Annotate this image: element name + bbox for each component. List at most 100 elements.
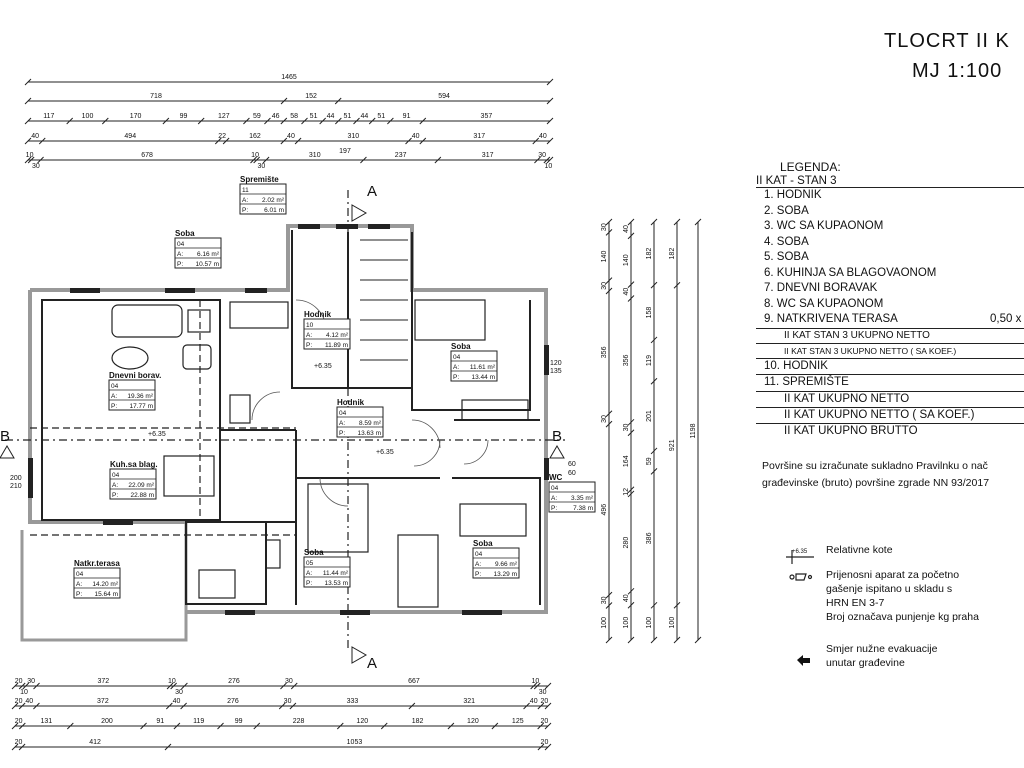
dimension-label: 182: [669, 248, 676, 260]
dimension-label: 386: [646, 532, 653, 544]
room-area: 2.02 m²: [262, 197, 285, 204]
dimension-tick: [605, 218, 613, 226]
legend-item: 3. WC SA KUPAONOM: [764, 220, 884, 232]
dimension-label: 46: [272, 113, 280, 120]
dimension-label: 280: [623, 537, 630, 549]
dimension-tick: [532, 137, 540, 145]
furniture: [111, 299, 529, 608]
legend: LEGENDA: II KAT - STAN 3 1. HODNIK 2. SO…: [756, 160, 1024, 439]
dimension-tick: [533, 682, 541, 690]
dimension-tick: [11, 722, 19, 730]
dimension-tick: [627, 636, 635, 644]
dimension-label: 117: [43, 113, 54, 120]
dimension-label: 40: [25, 698, 33, 705]
dimension-tick: [162, 117, 170, 125]
dimension-label: 496: [601, 504, 608, 516]
dimension-tick: [627, 601, 635, 609]
evacuation-arrow-icon: [797, 655, 810, 666]
dimension-label: 1053: [347, 739, 363, 746]
dimension-tick: [18, 702, 26, 710]
dimension-tick: [605, 228, 613, 236]
dimension-tick: [650, 447, 658, 455]
extinguisher-line: gašenje ispitano u skladu s: [826, 583, 953, 595]
dimension-label: 152: [305, 93, 317, 100]
dimension-label: 40: [173, 698, 181, 705]
dimension-label: 30: [175, 689, 183, 696]
dimension-tick: [336, 722, 344, 730]
dimension-label: 51: [377, 113, 385, 120]
dimension-tick: [33, 702, 40, 710]
dimension-label: 127: [218, 113, 230, 120]
dimension-label: 131: [40, 718, 52, 725]
room-number: 05: [306, 560, 314, 567]
legend-item-label: 9. NATKRIVENA TERASA: [764, 313, 898, 325]
room-perimeter: 13.29 m: [494, 571, 518, 578]
dimension-label: 317: [473, 133, 485, 140]
dimension-tick: [544, 743, 552, 751]
level-mark: +6.35: [148, 431, 166, 438]
room-number: 04: [453, 354, 461, 361]
dimension-label: 44: [327, 113, 335, 120]
room-perimeter: 10.57 m: [196, 261, 220, 268]
dimension-tick: [165, 702, 173, 710]
dimension-tick: [18, 722, 26, 730]
dimension-tick: [262, 156, 270, 164]
dimension-tick: [66, 117, 74, 125]
room-area-prefix: A:: [112, 482, 118, 489]
dimension-tick: [278, 702, 286, 710]
dimension-tick: [627, 295, 635, 302]
dimension-label: 10: [20, 689, 28, 696]
room-area-prefix: A:: [177, 251, 183, 258]
room-area-prefix: A:: [242, 197, 248, 204]
dimension-tick: [197, 117, 205, 125]
evacuation-line: unutar građevine: [826, 657, 905, 669]
dimension-label: 357: [481, 113, 493, 120]
room-name: Soba: [304, 548, 324, 557]
dimension-tick: [180, 702, 187, 710]
dimension-label: 99: [235, 718, 243, 725]
dimension-tick: [24, 97, 32, 105]
dimension-label: 667: [408, 678, 420, 685]
room-perimeter: 6.01 m: [264, 207, 284, 214]
dimension-label: 51: [344, 113, 352, 120]
dimension-tick: [250, 156, 257, 164]
room-number: 04: [339, 410, 347, 417]
dimension-label: 1465: [281, 74, 297, 81]
room-perimeter-prefix: P:: [76, 591, 82, 598]
dimension-tick: [33, 682, 40, 690]
dimension-tick: [544, 682, 552, 690]
window-tag: 120: [550, 360, 562, 367]
dimension-label: 30: [601, 596, 608, 604]
dimension-tick: [164, 743, 172, 751]
legend-item: 11. SPREMIŠTE: [756, 374, 1024, 391]
dimension-label: 20: [541, 739, 549, 746]
room-info-box: [303, 556, 351, 588]
dimension-tick: [546, 156, 554, 164]
window-tag: 60: [568, 470, 576, 477]
dimension-label: 372: [97, 698, 109, 705]
dimension-label: 317: [482, 152, 494, 159]
room-info-box: [109, 468, 157, 500]
dimension-tick: [290, 682, 298, 690]
dimension-label: 58: [290, 113, 298, 120]
dimension-tick: [419, 137, 427, 145]
dimension-tick: [27, 156, 35, 164]
dimension-label: 200: [101, 718, 113, 725]
dimension-tick: [537, 722, 545, 730]
dimension-tick: [294, 137, 302, 145]
room-area-prefix: A:: [76, 581, 82, 588]
dimension-tick: [334, 117, 342, 125]
dimension-tick: [11, 743, 19, 751]
dimension-tick: [368, 117, 376, 125]
dimension-label: 40: [287, 133, 295, 140]
dimension-tick: [523, 702, 530, 710]
dimension-tick: [264, 117, 271, 125]
dimension-label: 356: [601, 346, 608, 358]
dimension-tick: [605, 410, 613, 418]
room-area: 9.66 m²: [495, 561, 518, 568]
dimension-label: 30: [601, 415, 608, 423]
room-number: 04: [111, 383, 119, 390]
